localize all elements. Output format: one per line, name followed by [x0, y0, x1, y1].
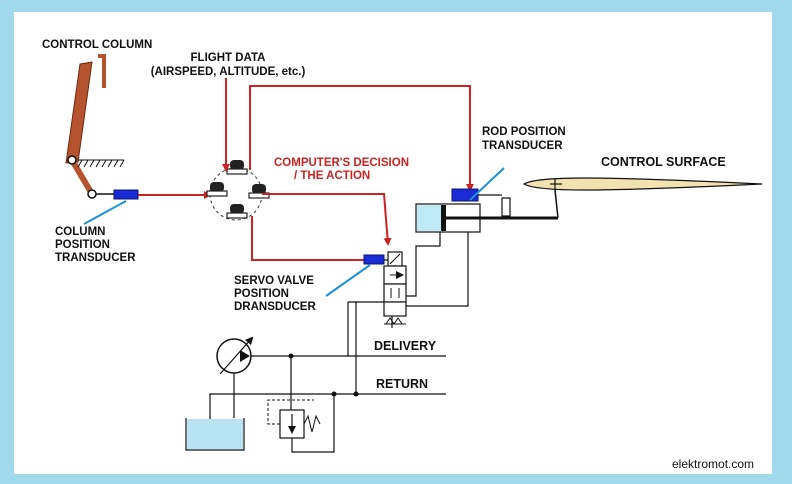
label-computer-decision: COMPUTER'S DECISION [274, 157, 409, 169]
computer-unit-bottom [226, 204, 248, 219]
label-flight-data-detail: (AIRSPEED, ALTITUDE, etc.) [151, 66, 306, 78]
label-flight-data: FLIGHT DATA [191, 52, 266, 64]
label-column: COLUMN [55, 226, 105, 238]
label-delivery: DELIVERY [374, 339, 437, 353]
label-return: RETURN [376, 377, 428, 391]
label-column-position: POSITION [55, 239, 110, 251]
label-the-action: / THE ACTION [294, 170, 370, 182]
servo-valve-position-transducer [363, 254, 385, 265]
reservoir-tank [185, 394, 245, 451]
relief-valve [267, 356, 335, 453]
label-servo-valve: SERVO VALVE [234, 275, 314, 287]
credit-text: elektromot.com [672, 457, 754, 471]
column-transducer-leader [83, 200, 127, 225]
computer-unit-top [226, 160, 248, 175]
pump [209, 336, 254, 420]
computer-unit-right [248, 184, 270, 199]
label-control-column: CONTROL COLUMN [42, 39, 152, 51]
diagram-frame: CONTROL COLUMN FLIGHT DATA (AIRSPEED, AL… [14, 12, 772, 474]
label-rod-position: ROD POSITION [482, 126, 566, 138]
label-control-surface: CONTROL SURFACE [601, 155, 726, 169]
label-servo-dransducer: DRANSDUCER [234, 301, 316, 313]
control-column [65, 54, 106, 199]
hydraulic-lines [347, 232, 469, 394]
decision-signal-line [262, 193, 392, 246]
computer-unit-left [206, 182, 228, 197]
label-servo-position: POSITION [234, 288, 289, 300]
ground-hatch [77, 159, 125, 168]
servo-transducer-leader [325, 264, 371, 297]
control-surface [522, 177, 763, 219]
flight-computer [206, 160, 270, 221]
label-column-transducer: TRANSDUCER [55, 252, 136, 264]
fly-by-wire-diagram: CONTROL COLUMN FLIGHT DATA (AIRSPEED, AL… [42, 39, 763, 471]
actuator-cylinder [415, 188, 558, 233]
rod-transducer-leader [469, 167, 505, 201]
column-position-transducer [113, 189, 139, 200]
servo-feedback-line [251, 216, 364, 261]
label-rod-transducer: TRANSDUCER [482, 140, 563, 152]
rod-feedback-line [249, 85, 474, 192]
servo-valve [363, 251, 407, 325]
